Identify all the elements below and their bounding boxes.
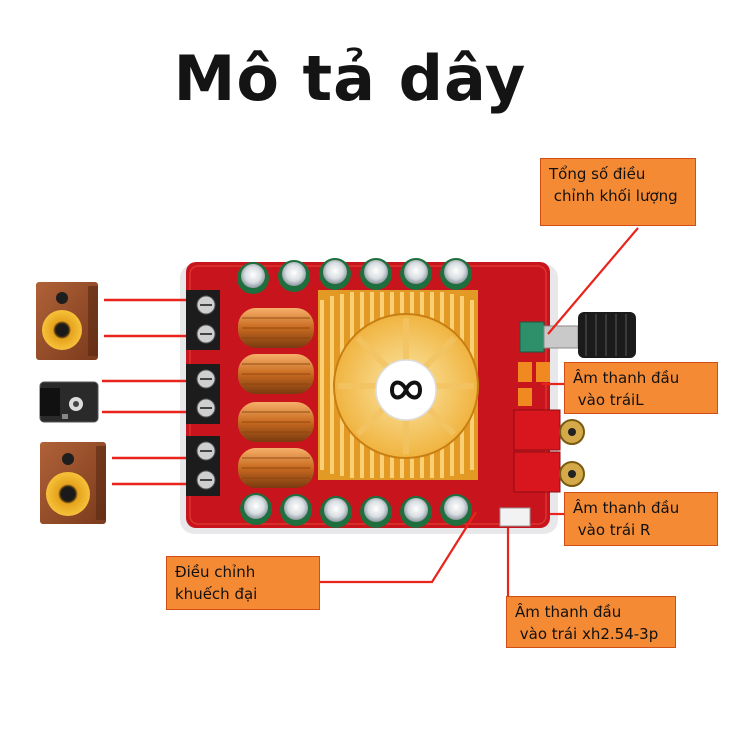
heatsink [318, 290, 479, 480]
inductor-coils [238, 308, 314, 488]
capacitors-top [237, 258, 472, 294]
rca-jacks [513, 409, 585, 493]
power-amplifier-box-icon [39, 381, 99, 423]
infinity-icon [389, 380, 423, 400]
speaker-icon [36, 282, 98, 360]
gain-control-label: Điều chỉnh khuếch đại [166, 556, 320, 610]
volume-control-label: Tổng số điều chỉnh khối lượng [540, 158, 696, 226]
xh-input-label: Âm thanh đầu vào trái xh2.54-3p [506, 596, 676, 648]
left-input-label: Âm thanh đầu vào tráiL [564, 362, 718, 414]
right-input-label: Âm thanh đầu vào trái R [564, 492, 718, 546]
xh-connector [499, 507, 531, 527]
page-title: Mô tả dây [173, 42, 527, 115]
leader-lines [320, 227, 639, 598]
speaker-wires [102, 298, 186, 486]
volume-knob [519, 312, 636, 358]
capacitors-bottom [240, 493, 472, 528]
speaker-icon [40, 442, 106, 524]
screw-terminals [186, 290, 220, 496]
smd-capacitors [518, 362, 550, 406]
